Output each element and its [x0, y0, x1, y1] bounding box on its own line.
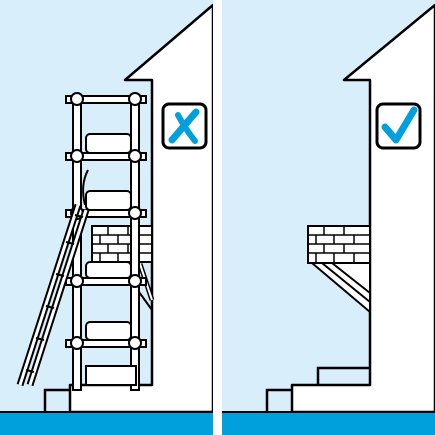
building-step	[43, 388, 70, 412]
clear-scene	[222, 0, 435, 435]
ground-strip	[0, 412, 213, 435]
scaffold-illustration-panel	[0, 0, 213, 435]
checkmark-icon	[375, 102, 422, 150]
no-scaffold-illustration-panel	[222, 0, 435, 435]
entry-step	[316, 366, 370, 385]
ground-strip	[222, 412, 435, 435]
building-step	[265, 388, 292, 412]
ladder	[16, 169, 90, 387]
brick-ledge	[307, 225, 371, 315]
scaffold-scene	[0, 0, 213, 435]
cross-icon	[161, 102, 208, 150]
